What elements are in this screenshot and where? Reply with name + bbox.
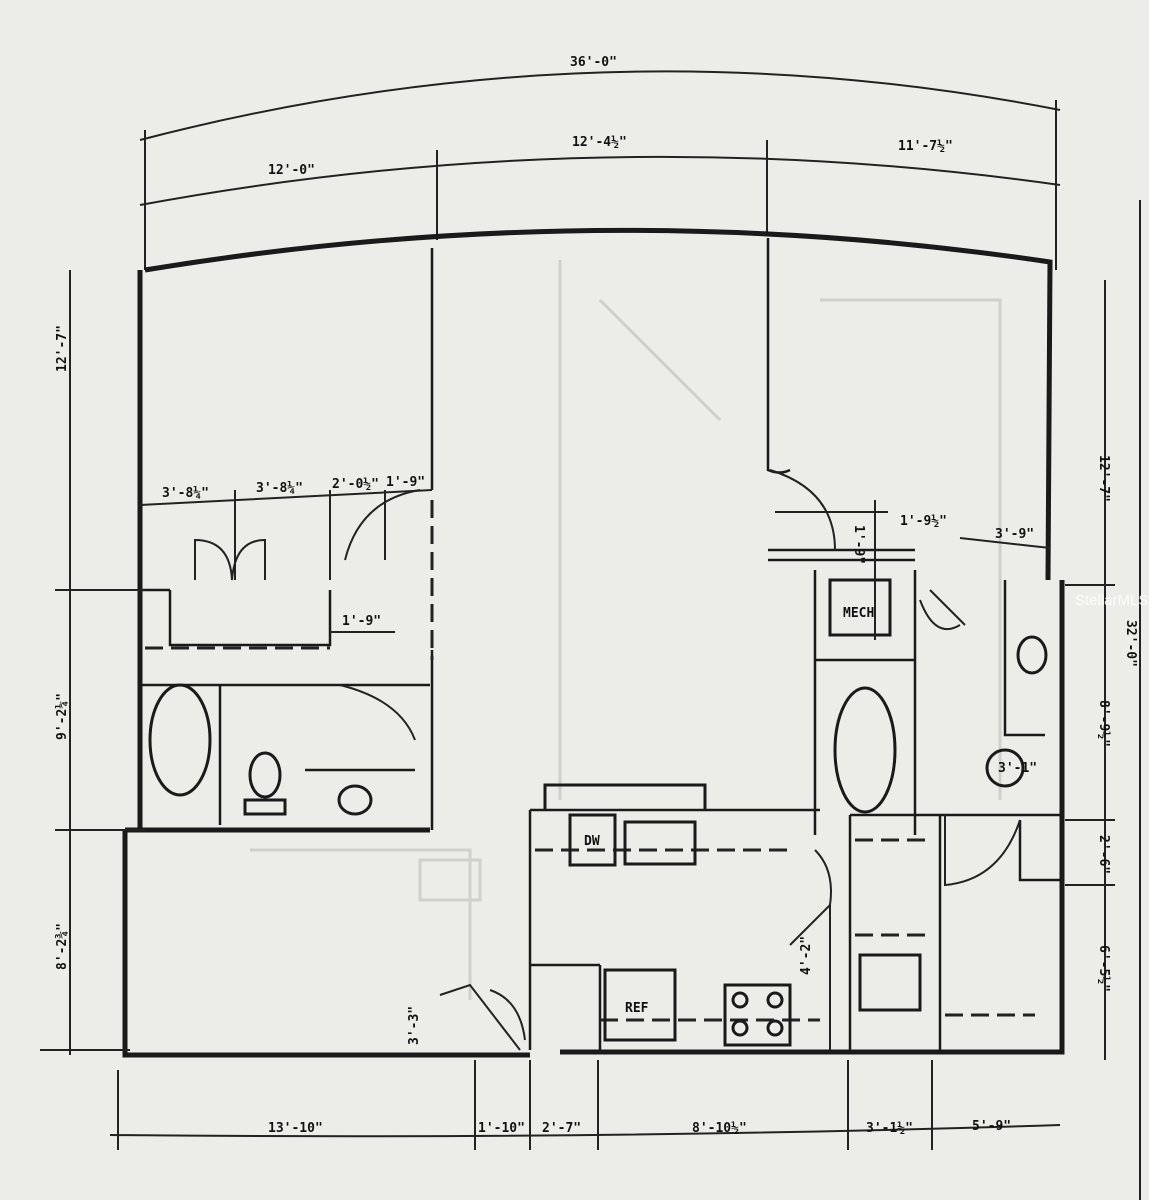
right-dimensions: 12'-7" 32'-0" 8'-9½" 2'-6" 6'-5½" xyxy=(1065,200,1141,1200)
background-bleed-through xyxy=(250,260,1002,1000)
dim-mech-v: 1'-9" xyxy=(851,525,866,564)
water-heater xyxy=(858,953,922,1012)
dim-left-middle: 9'-2¼" xyxy=(55,693,70,740)
dim-bottom-5: 3'-1½" xyxy=(866,1121,913,1136)
dim-entry: 3'-3" xyxy=(407,1006,422,1045)
dim-right-overall: 32'-0" xyxy=(1123,620,1138,667)
dishwasher xyxy=(568,813,617,867)
dim-bottom-2: 1'-10" xyxy=(478,1121,525,1136)
dim-closet-a: 3'-8¼" xyxy=(162,486,209,501)
watermark: StellarMLS xyxy=(1075,592,1148,609)
doors xyxy=(194,469,1021,1051)
left-dimensions: 12'-7" 9'-2¼" 8'-2¾" 3'-3" xyxy=(40,270,422,1055)
interior-dimensions: 3'-8¼" 3'-8¼" 2'-0½" 1'-9" 1'-9" 1'-9" 1… xyxy=(139,475,1051,975)
dim-closet-d: 1'-9" xyxy=(386,475,425,490)
dw-label: DW xyxy=(584,834,600,849)
bathtub-right xyxy=(833,686,897,814)
dim-right-closet: 2'-6" xyxy=(1096,835,1111,874)
dim-overall-width: 36'-0" xyxy=(570,55,617,70)
dim-closet-b: 3'-8¼" xyxy=(256,481,303,496)
mech-label: MECH xyxy=(843,606,874,621)
dim-right-bath: 8'-9½" xyxy=(1096,700,1111,747)
sink-right xyxy=(1016,635,1048,675)
toilet-left xyxy=(248,751,282,799)
dim-top-middle: 12'-4½" xyxy=(572,135,627,150)
dim-bottom-4: 8'-10½" xyxy=(692,1121,747,1136)
ref-label: REF xyxy=(625,1001,649,1016)
dim-bottom-3: 2'-7" xyxy=(542,1121,581,1136)
dim-bottom-6: 5'-9" xyxy=(972,1119,1011,1134)
interior-walls xyxy=(140,238,1060,1050)
dim-bath-width: 3'-9" xyxy=(995,527,1034,542)
sink-left xyxy=(337,784,373,816)
dim-hall: 1'-9" xyxy=(342,614,381,629)
fixtures: MECH DW REF xyxy=(148,578,1048,1047)
toilet-right xyxy=(985,748,1025,788)
dim-closet-c: 2'-0½" xyxy=(332,477,379,492)
dim-left-upper: 12'-7" xyxy=(55,325,70,372)
bathtub-left xyxy=(148,683,212,797)
top-dimensions: 36'-0" 12'-0" 12'-4½" 11'-7½" xyxy=(139,55,1061,270)
dim-top-right: 11'-7½" xyxy=(898,139,953,154)
dim-right-laundry: 6'-5½" xyxy=(1096,945,1111,992)
kitchen-sink xyxy=(623,820,697,866)
dim-right-upper: 12'-7" xyxy=(1096,455,1111,502)
dim-kitchen: 4'-2" xyxy=(799,936,814,975)
mech-unit xyxy=(828,578,892,637)
refrigerator xyxy=(603,968,677,1042)
dim-bottom-1: 13'-10" xyxy=(268,1121,323,1136)
exterior-walls xyxy=(122,227,1065,1058)
dim-left-lower: 8'-2¾" xyxy=(55,923,70,970)
toilet-tank-left xyxy=(243,798,287,816)
range xyxy=(723,983,792,1047)
bottom-dimensions: 13'-10" 1'-10" 2'-7" 8'-10½" 3'-1½" 5'-9… xyxy=(109,1060,1061,1150)
dim-toilet: 3'-1" xyxy=(998,761,1037,776)
dim-top-left: 12'-0" xyxy=(268,163,315,178)
dim-mech-h: 1'-9½" xyxy=(900,514,947,529)
